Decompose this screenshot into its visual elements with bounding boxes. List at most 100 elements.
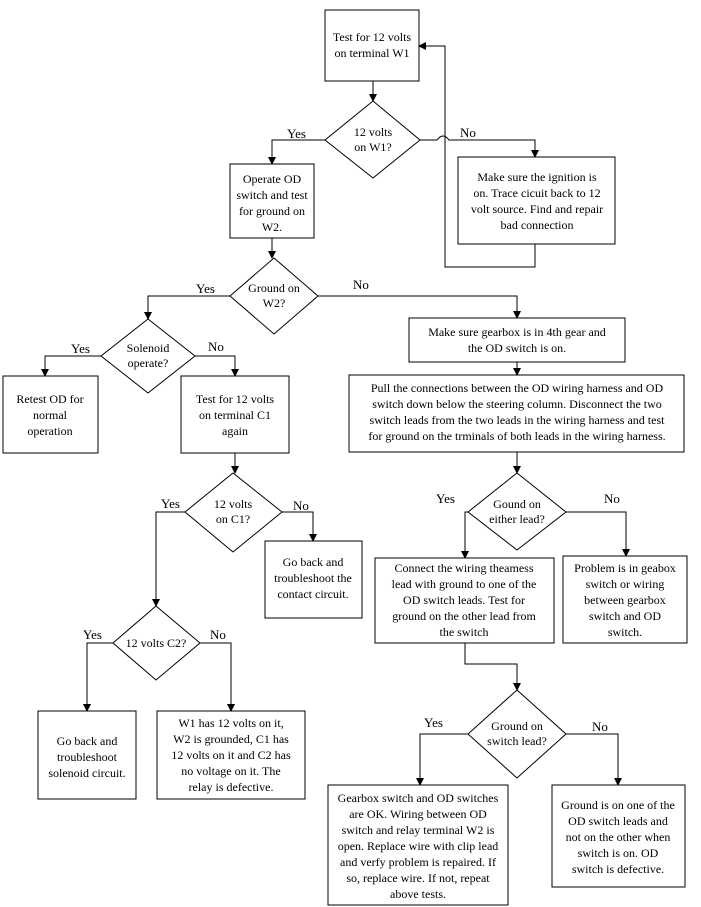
node-text-line: operate? bbox=[128, 356, 169, 370]
node-text-line: switch and relay terminal W2 is bbox=[342, 823, 495, 837]
node-text-line: Gearbox switch and OD switches bbox=[338, 791, 499, 805]
node-text-line: on terminal W1 bbox=[334, 46, 409, 60]
node-text-line: on. Trace cicuit back to 12 bbox=[473, 186, 600, 200]
node-text-line: Test for 12 volts bbox=[333, 30, 411, 44]
node-text-line: ground on the other lead from bbox=[392, 609, 536, 623]
test-c1-text: Test for 12 volts on terminal C1 again bbox=[196, 392, 274, 438]
node-text-line: on W1? bbox=[354, 140, 391, 154]
ignition-box bbox=[457, 156, 616, 245]
node-text-line: contact circuit. bbox=[277, 587, 348, 601]
no-label: No bbox=[210, 627, 226, 642]
no-label: No bbox=[592, 719, 608, 734]
yes-label: Yes bbox=[71, 341, 90, 356]
node-text-line: Test for 12 volts bbox=[196, 392, 274, 406]
node-text-line: on terminal C1 bbox=[199, 408, 271, 422]
node-text-line: Ground is on one of the bbox=[561, 798, 675, 812]
node-text-line: Ground on bbox=[491, 719, 543, 733]
connector bbox=[195, 355, 239, 377]
test-w1-text: Test for 12 volts on terminal W1 bbox=[333, 30, 411, 60]
gearbox-ok-text: Gearbox switch and OD switches are OK. Wi… bbox=[338, 791, 499, 901]
node-text-line: again bbox=[222, 424, 248, 438]
node-text-line: Retest OD for bbox=[16, 392, 83, 406]
node-text-line: Go back and bbox=[57, 734, 118, 748]
node-text-line: switch is defective. bbox=[572, 862, 664, 876]
node-text-line: lead with ground to one of the bbox=[392, 577, 537, 591]
q-ground-w2-diamond bbox=[229, 257, 319, 335]
connectors bbox=[41, 42, 630, 786]
operate-od-box bbox=[229, 163, 315, 239]
node-text-line: on C1? bbox=[216, 512, 250, 526]
node-text-line: for ground on bbox=[239, 204, 305, 218]
node-text-line: relay is defective. bbox=[189, 780, 274, 794]
node-text-line: no voltage on it. The bbox=[181, 764, 280, 778]
no-label: No bbox=[353, 277, 369, 292]
node-text-line: Pull the connections between the OD wiri… bbox=[371, 381, 664, 395]
connector bbox=[461, 511, 469, 559]
node-text-line: so, replace wire. If not, repeat bbox=[346, 871, 490, 885]
node-text-line: troubleshoot bbox=[57, 750, 118, 764]
gearbox-4th-text: Make sure gearbox is in 4th gear and the … bbox=[428, 325, 606, 355]
gearbox-ok-box bbox=[327, 784, 509, 906]
q-solenoid-diamond bbox=[100, 318, 196, 394]
node-text-line: either lead? bbox=[489, 512, 545, 526]
w1-has-box bbox=[156, 710, 306, 800]
ignition-text: Make sure the ignition is on. Trace cicui… bbox=[471, 170, 603, 232]
yes-label: Yes bbox=[161, 496, 180, 511]
node-text-line: 12 volts bbox=[214, 497, 253, 511]
node-text-line: the OD switch is on. bbox=[468, 341, 566, 355]
node-text-line: are OK. Wiring between OD bbox=[349, 807, 487, 821]
node-text-line: and verfy problem is repaired. If bbox=[340, 855, 496, 869]
node-text-line: switch and test bbox=[236, 188, 308, 202]
node-text-line: OD switch leads and bbox=[568, 814, 668, 828]
q-either-lead-diamond bbox=[467, 472, 567, 551]
go-back-contact-box bbox=[264, 540, 363, 619]
go-back-solenoid-text: Go back and troubleshoot solenoid circuit. bbox=[48, 734, 125, 780]
node-text-line: 12 volts C2? bbox=[126, 636, 187, 650]
yes-label: Yes bbox=[196, 281, 215, 296]
operate-od-text: Operate OD switch and test for ground on W2… bbox=[236, 172, 308, 234]
retest-box bbox=[2, 375, 99, 454]
node-text-line: Gound on bbox=[493, 497, 541, 511]
node-text-line: between gearbox bbox=[584, 593, 666, 607]
node-text-line: volt source. Find and repair bbox=[471, 202, 603, 216]
connector bbox=[282, 511, 317, 542]
ground-one-text: Ground is on one of the OD switch leads a… bbox=[561, 798, 675, 876]
node-text-line: Make sure the ignition is bbox=[477, 170, 597, 184]
yes-label: Yes bbox=[287, 126, 306, 141]
connector bbox=[83, 642, 113, 712]
node-text-line: W1 has 12 volts on it, bbox=[178, 716, 283, 730]
q-w1-diamond bbox=[324, 100, 421, 179]
node-text-line: Operate OD bbox=[243, 172, 302, 186]
node-text-line: open. Replace wire with clip lead bbox=[338, 839, 499, 853]
connector bbox=[420, 135, 539, 158]
connector bbox=[152, 511, 185, 607]
node-text-line: bad connection bbox=[501, 218, 574, 232]
yes-label: Yes bbox=[83, 627, 102, 642]
node-text-line: operation bbox=[27, 424, 72, 438]
connector bbox=[464, 643, 521, 691]
node-text-line: Solenoid bbox=[127, 341, 170, 355]
node-text-line: the switch bbox=[440, 625, 489, 639]
node-text-line: 12 volts on it and C2 has bbox=[171, 748, 291, 762]
no-label: No bbox=[293, 498, 309, 513]
node-text-line: troubleshoot the bbox=[274, 571, 352, 585]
test-w1-box bbox=[324, 9, 420, 82]
node-text-line: switch down below the steering column. D… bbox=[372, 397, 662, 411]
node-text-line: solenoid circuit. bbox=[48, 766, 125, 780]
node-text-line: OD switch leads. Test for bbox=[403, 593, 525, 607]
problem-gearbox-box bbox=[562, 555, 688, 644]
node-text-line: Make sure gearbox is in 4th gear and bbox=[428, 325, 606, 339]
connector bbox=[418, 42, 536, 268]
node-text-line: W2. bbox=[262, 220, 282, 234]
connect-wiring-box bbox=[374, 557, 555, 644]
node-text-line: switch and OD bbox=[589, 609, 661, 623]
